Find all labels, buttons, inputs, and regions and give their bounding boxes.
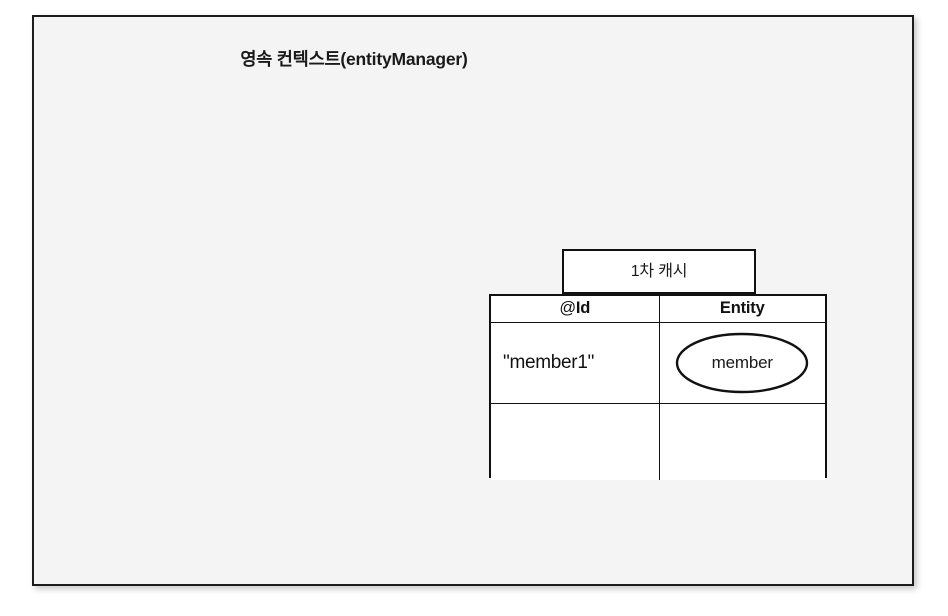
column-header-entity-label: Entity [719, 299, 765, 318]
entity-ellipse-shape: member [675, 332, 809, 394]
cell-entity-value-empty [658, 402, 825, 480]
page-title: 영속 컨텍스트(entityManager) [240, 49, 468, 69]
cell-id-value: "member1" [491, 321, 660, 404]
entity-ellipse-label: member [711, 352, 773, 372]
table-header-row: @Id Entity [491, 296, 825, 323]
cell-id-value-empty [491, 402, 660, 480]
column-header-id: @Id [491, 296, 660, 323]
first-level-cache-table: @Id Entity "member1" member [489, 294, 827, 480]
at-symbol: @ [559, 299, 576, 318]
first-level-cache-tab: 1차 캐시 [562, 249, 756, 294]
column-header-id-label: Id [575, 299, 591, 318]
cell-entity-value: member [658, 321, 825, 404]
column-header-entity: Entity [658, 296, 825, 323]
diagram-canvas: 영속 컨텍스트(entityManager) 1차 캐시 @Id Entity [32, 15, 914, 586]
table-row: "member1" member [491, 321, 825, 404]
first-level-cache-tab-label: 1차 캐시 [630, 262, 688, 280]
table-row [491, 402, 825, 480]
